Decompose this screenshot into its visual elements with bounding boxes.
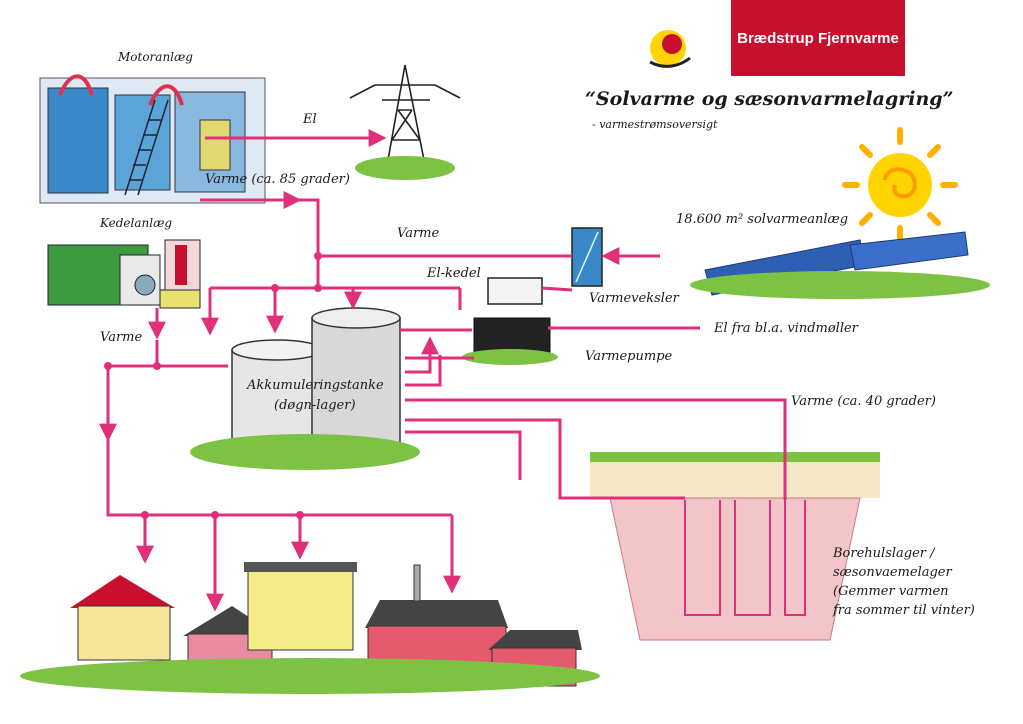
label-borehole-2: sæsonvaemelager [833,565,952,580]
diagram-title: “Solvarme og sæsonvarmelagring” [585,88,954,110]
brand-name: Brædstrup Fjernvarme [737,29,899,47]
pylon-grass [355,156,455,180]
label-borehole-3: (Gemmer varmen [833,584,949,599]
label-wind-electricity: El fra bl.a. vindmøller [714,321,858,336]
boiler-plant-illustration [47,239,201,309]
label-boiler-plant: Kedelanlæg [100,216,173,230]
label-heat-40: Varme (ca. 40 grader) [791,394,936,409]
label-motor-plant: Motoranlæg [118,50,193,64]
label-borehole-1: Borehulslager / [833,546,935,561]
houses-illustration [20,562,600,694]
label-heat-exchanger: Varmeveksler [589,291,679,306]
label-heat-85: Varme (ca. 85 grader) [205,172,350,187]
heat-pump-illustration [462,317,558,365]
sun-illustration [842,127,958,243]
label-borehole-4: fra sommer til vinter) [833,603,975,618]
heat-exchanger-illustration [571,227,603,287]
logo-sun-icon [649,30,691,68]
label-daily-storage: (døgn-lager) [274,398,356,413]
power-pylon-illustration [349,64,461,161]
label-accumulation-tanks: Akkumuleringstanke [247,378,384,393]
pipe-junctions [104,252,322,519]
label-heat-solar: Varme [397,226,440,241]
brand-banner: Brædstrup Fjernvarme [731,0,905,76]
electric-boiler-illustration [487,277,543,305]
label-solar-plant: 18.600 m² solvarmeanlæg [676,212,849,227]
label-electric-boiler: El-kedel [427,266,481,281]
solar-collectors-illustration [690,231,990,299]
label-heat-boiler: Varme [100,330,143,345]
label-heat-pump: Varmepumpe [585,349,673,364]
motor-plant-illustration [39,74,266,204]
accumulation-tanks-illustration [190,307,420,470]
borehole-storage-illustration [590,452,880,641]
diagram-subtitle: - varmestrømsoversigt [592,118,718,131]
label-electricity: El [303,112,317,127]
